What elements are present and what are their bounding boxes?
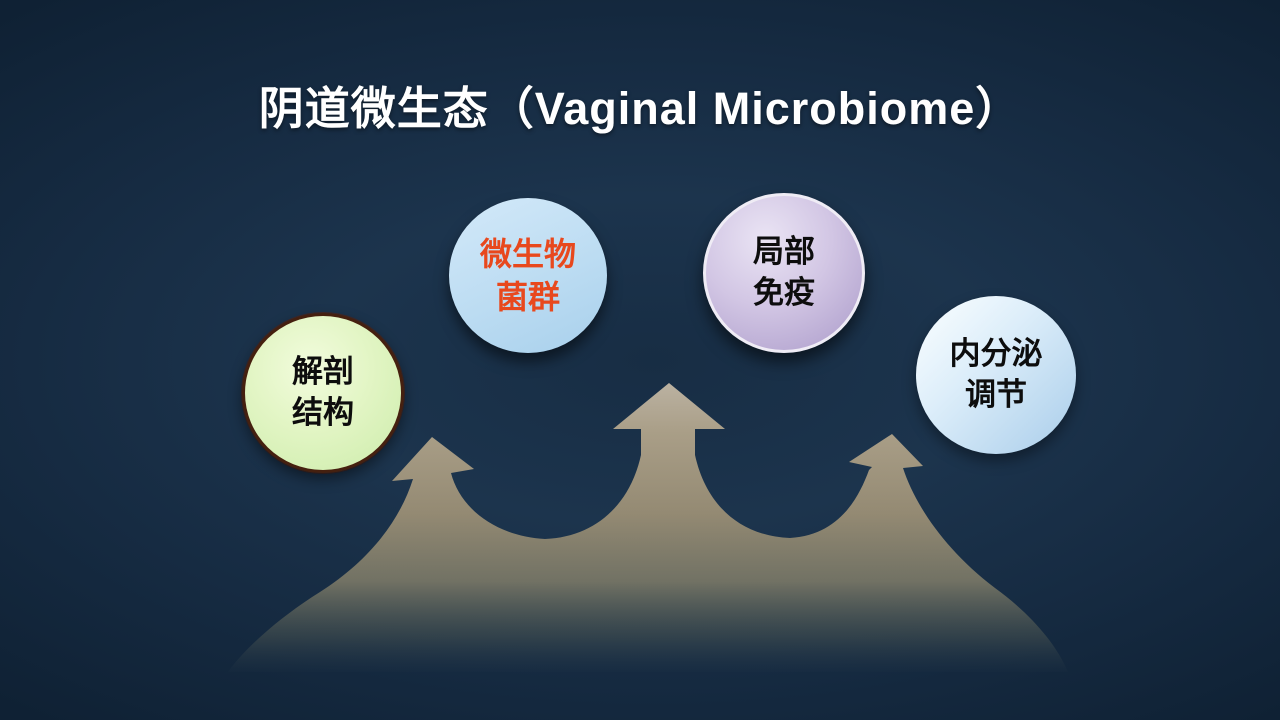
slide-title: 阴道微生态（Vaginal Microbiome）: [258, 83, 1022, 134]
bubble-endocrine-label: 内分泌 调节: [949, 336, 1043, 412]
bubble-anatomy-label: 解剖 结构: [292, 354, 354, 430]
bubble-microbiota: 微生物 菌群: [449, 198, 607, 353]
bubble-immunity: 局部 免疫: [703, 193, 865, 353]
bubble-immunity-label: 局部 免疫: [753, 234, 815, 310]
bubble-microbiota-label: 微生物 菌群: [479, 236, 576, 315]
bubble-endocrine: 内分泌 调节: [916, 296, 1076, 454]
bubble-anatomy: 解剖 结构: [242, 313, 404, 473]
